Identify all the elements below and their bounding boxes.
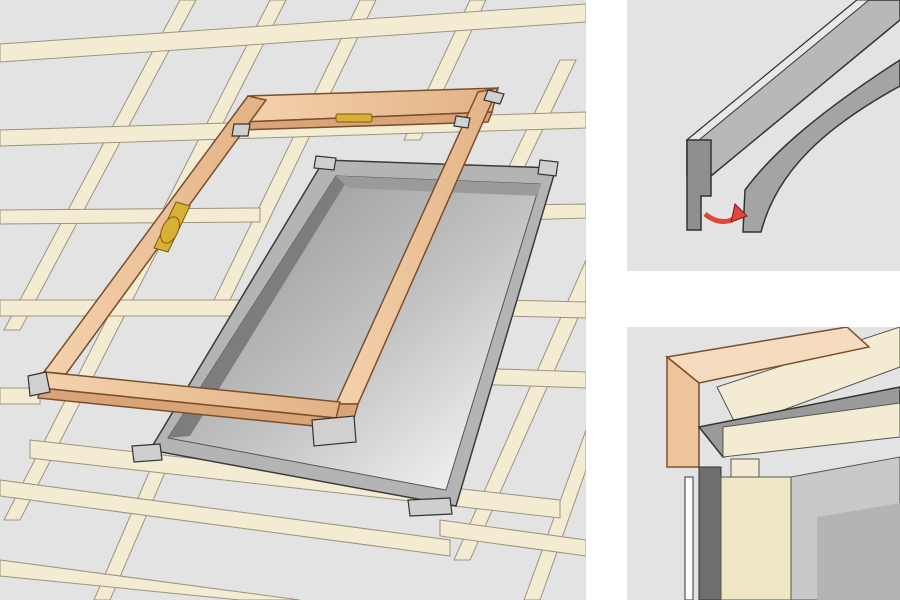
fold-arrow-head <box>730 203 748 223</box>
frame-cross-section-illustration <box>627 327 900 600</box>
lining-brackets <box>131 155 559 517</box>
brass-hinge-fittings <box>153 113 373 253</box>
frame-brackets <box>27 89 505 447</box>
small-batten <box>730 458 760 478</box>
cavity <box>698 466 722 600</box>
flashing-profile-illustration <box>627 0 900 271</box>
insulation-shadow <box>817 503 900 600</box>
profile-section <box>686 139 712 231</box>
batten-section <box>722 402 900 458</box>
frame-section-detail-panel <box>627 327 900 600</box>
insulation-left <box>720 476 792 600</box>
flashing-detail-panel <box>627 0 900 271</box>
membrane <box>684 476 694 600</box>
roof-window-installation-illustration <box>0 0 586 600</box>
main-illustration-panel <box>0 0 586 600</box>
opening-side-shadow <box>168 176 350 438</box>
